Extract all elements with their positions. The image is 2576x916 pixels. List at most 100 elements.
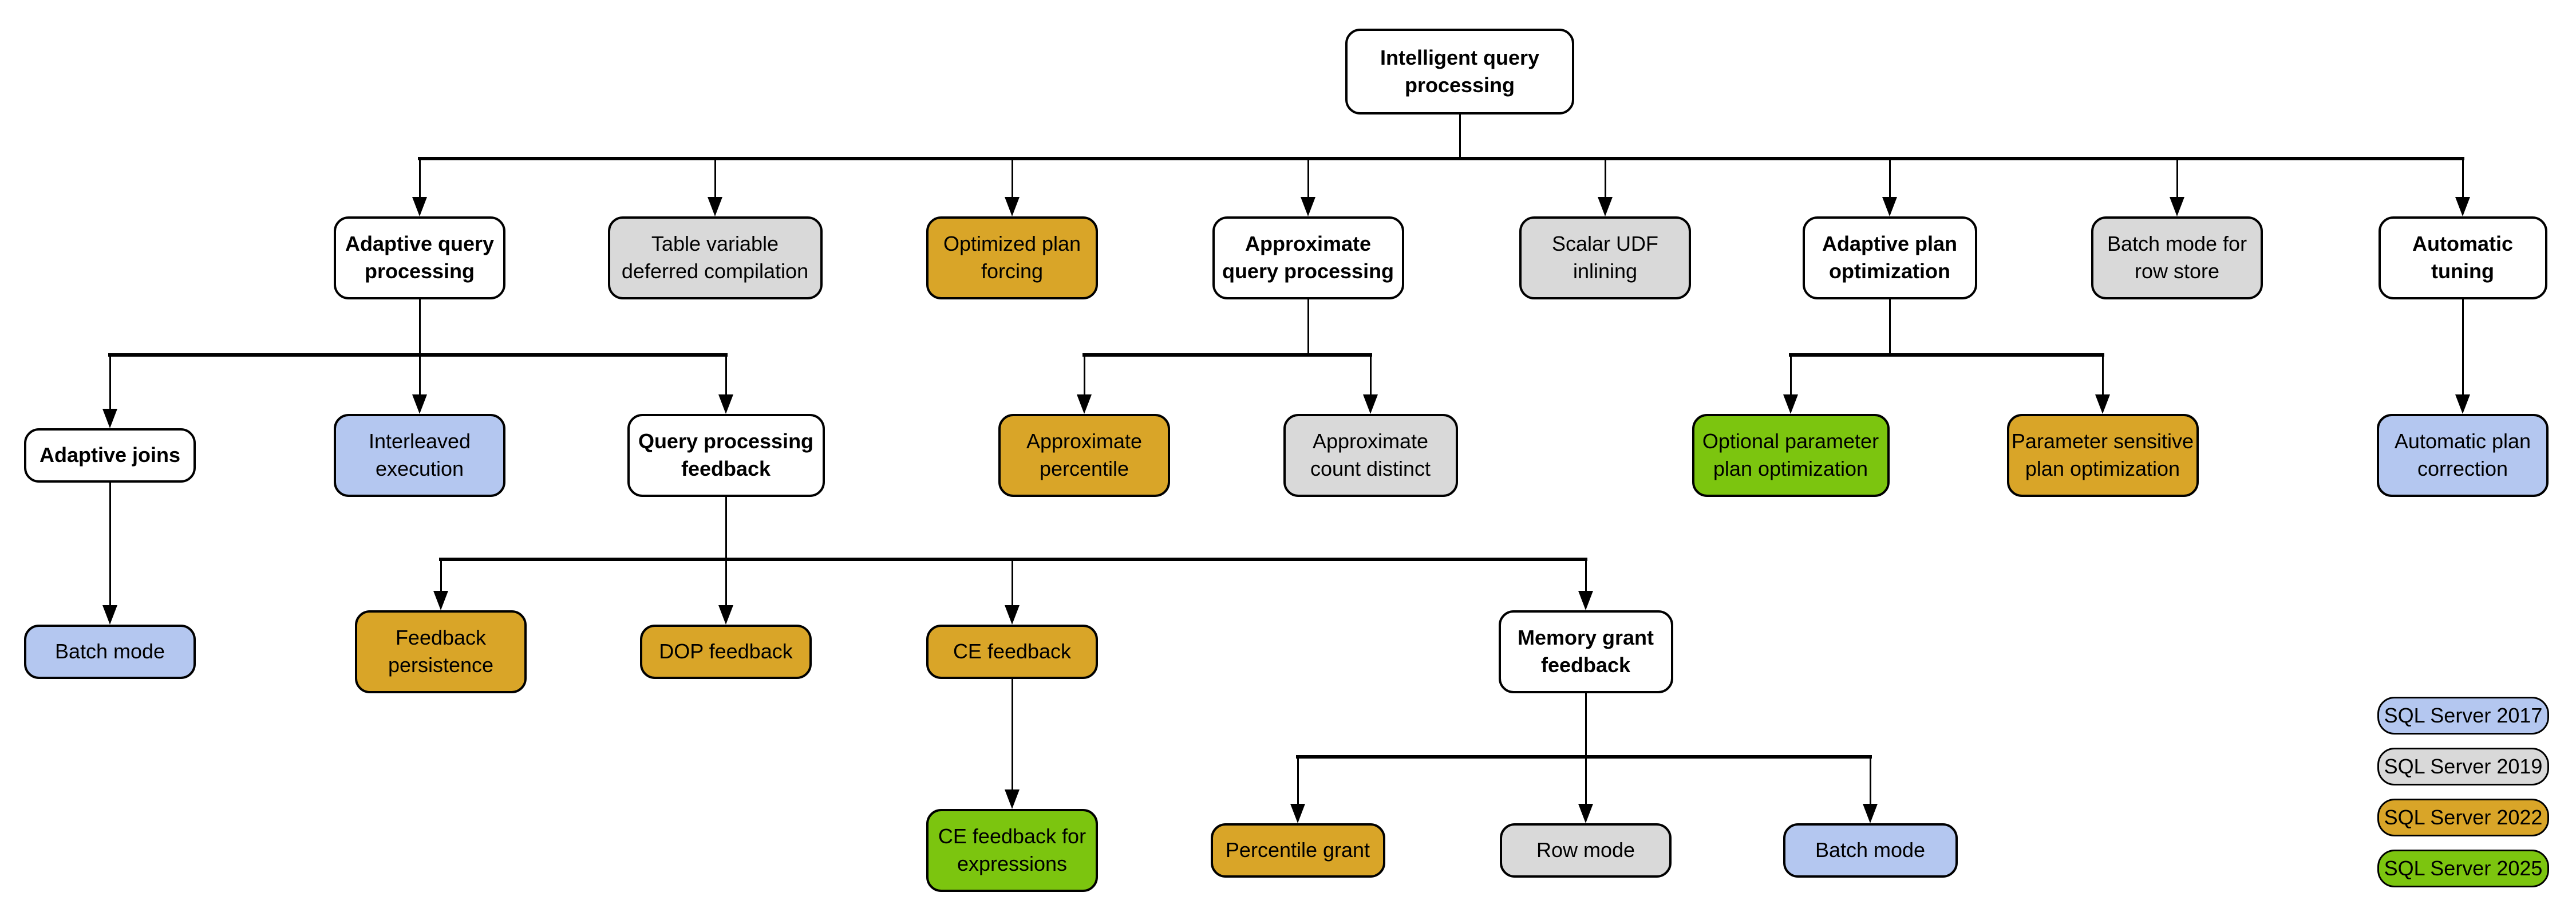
- node-ce-feedback: CE feedback: [926, 624, 1098, 679]
- connector-bus-line: [108, 353, 728, 357]
- node-scalar-udf-inlining: Scalar UDF inlining: [1519, 216, 1691, 299]
- node-memory-grant-feedback: Memory grant feedback: [1498, 610, 1673, 693]
- arrowhead-down-icon: [102, 409, 117, 428]
- node-label: Batch mode for row store: [2107, 232, 2247, 283]
- node-query-processing-feedback: Query processing feedback: [627, 413, 825, 497]
- node-approximate-query-processing: Approximate query processing: [1212, 216, 1404, 299]
- arrowhead-down-icon: [708, 197, 722, 216]
- node-label: DOP feedback: [659, 639, 793, 664]
- connector-bus-line: [1082, 353, 1372, 357]
- node-label: Scalar UDF inlining: [1551, 232, 1659, 283]
- legend-label: SQL Server 2017: [2384, 704, 2543, 727]
- arrowhead-down-icon: [412, 197, 427, 216]
- connector-bus-line: [418, 157, 2464, 160]
- node-label: Approximate percentile: [1026, 429, 1143, 480]
- connector-line: [1011, 559, 1013, 607]
- node-feedback-persistence: Feedback persistence: [355, 610, 527, 693]
- connector-line: [2176, 159, 2178, 199]
- connector-line: [418, 159, 421, 199]
- connector-line: [714, 159, 716, 199]
- legend-label: SQL Server 2025: [2384, 856, 2543, 880]
- node-ce-feedback-for-expressions: CE feedback for expressions: [926, 808, 1098, 892]
- arrowhead-down-icon: [433, 591, 448, 610]
- node-label: Percentile grant: [1225, 838, 1370, 862]
- connector-bus-line: [439, 558, 1587, 561]
- arrowhead-down-icon: [2170, 197, 2184, 216]
- legend-item-sql-server-2019: SQL Server 2019: [2377, 748, 2549, 785]
- node-label: Query processing feedback: [638, 429, 814, 480]
- connector-line: [2462, 159, 2464, 199]
- node-label: Feedback persistence: [388, 626, 494, 677]
- connector-line: [1307, 159, 1309, 199]
- node-approximate-count-distinct: Approximate count distinct: [1283, 413, 1458, 497]
- connector-line: [418, 299, 421, 355]
- connector-line: [1297, 757, 1299, 806]
- node-label: Adaptive plan optimization: [1822, 232, 1958, 283]
- arrowhead-down-icon: [1863, 804, 1878, 823]
- legend-item-sql-server-2022: SQL Server 2022: [2377, 799, 2549, 836]
- node-label: Automatic tuning: [2412, 232, 2513, 283]
- arrowhead-down-icon: [1290, 804, 1305, 823]
- node-optimized-plan-forcing: Optimized plan forcing: [926, 216, 1098, 299]
- connector-line: [2462, 299, 2464, 397]
- node-batch-mode: Batch mode: [1783, 823, 1958, 878]
- node-adaptive-plan-optimization: Adaptive plan optimization: [1802, 216, 1977, 299]
- node-row-mode: Row mode: [1500, 823, 1672, 878]
- node-label: Batch mode: [1815, 838, 1926, 862]
- node-dop-feedback: DOP feedback: [640, 624, 812, 679]
- node-label: Row mode: [1536, 838, 1635, 862]
- connector-line: [1307, 299, 1309, 355]
- connector-line: [725, 355, 727, 397]
- arrowhead-down-icon: [2455, 394, 2470, 414]
- connector-line: [1604, 159, 1606, 199]
- node-label: Interleaved execution: [368, 429, 471, 480]
- arrowhead-down-icon: [718, 394, 733, 414]
- connector-line: [1789, 355, 1792, 397]
- node-label: Adaptive joins: [39, 443, 181, 467]
- connector-line: [1011, 679, 1013, 792]
- connector-line: [725, 497, 727, 559]
- node-table-variable-deferred-compilation: Table variable deferred compilation: [607, 216, 823, 299]
- arrowhead-down-icon: [412, 394, 427, 414]
- arrowhead-down-icon: [1578, 591, 1593, 610]
- node-label: Memory grant feedback: [1517, 626, 1654, 677]
- arrowhead-down-icon: [1005, 789, 1020, 809]
- connector-line: [1369, 355, 1372, 397]
- node-label: Adaptive query processing: [345, 232, 495, 283]
- node-adaptive-joins: Adaptive joins: [24, 428, 196, 483]
- arrowhead-down-icon: [1005, 197, 1020, 216]
- node-label: Table variable deferred compilation: [621, 232, 809, 283]
- arrowhead-down-icon: [1598, 197, 1613, 216]
- arrowhead-down-icon: [1783, 394, 1798, 414]
- node-label: Intelligent query processing: [1380, 46, 1540, 97]
- connector-line: [1585, 559, 1587, 593]
- node-label: Optional parameter plan optimization: [1702, 429, 1879, 480]
- arrowhead-down-icon: [1077, 394, 1092, 414]
- connector-line: [1585, 757, 1587, 806]
- legend-label: SQL Server 2019: [2384, 755, 2543, 778]
- connector-line: [1459, 114, 1461, 159]
- node-label: CE feedback for expressions: [938, 824, 1086, 875]
- node-label: Automatic plan correction: [2394, 429, 2531, 480]
- node-label: Parameter sensitive plan optimization: [2011, 429, 2194, 480]
- connector-line: [725, 559, 727, 607]
- connector-bus-line: [1296, 755, 1872, 759]
- connector-line: [2101, 355, 2104, 397]
- arrowhead-down-icon: [1363, 394, 1378, 414]
- connector-line: [109, 355, 111, 411]
- connector-line: [418, 355, 421, 397]
- arrowhead-down-icon: [1005, 605, 1020, 625]
- connector-line: [1869, 757, 1871, 806]
- node-automatic-tuning: Automatic tuning: [2378, 216, 2547, 299]
- connector-bus-line: [1789, 353, 2104, 357]
- node-automatic-plan-correction: Automatic plan correction: [2377, 413, 2549, 497]
- connector-line: [109, 483, 111, 607]
- connector-line: [440, 559, 442, 593]
- node-interleaved-execution: Interleaved execution: [334, 413, 505, 497]
- node-optional-parameter-plan-optimization: Optional parameter plan optimization: [1692, 413, 1890, 497]
- node-parameter-sensitive-plan-optimization: Parameter sensitive plan optimization: [2006, 413, 2199, 497]
- connector-line: [1585, 693, 1587, 757]
- node-label: Approximate count distinct: [1310, 429, 1431, 480]
- arrowhead-down-icon: [718, 605, 733, 625]
